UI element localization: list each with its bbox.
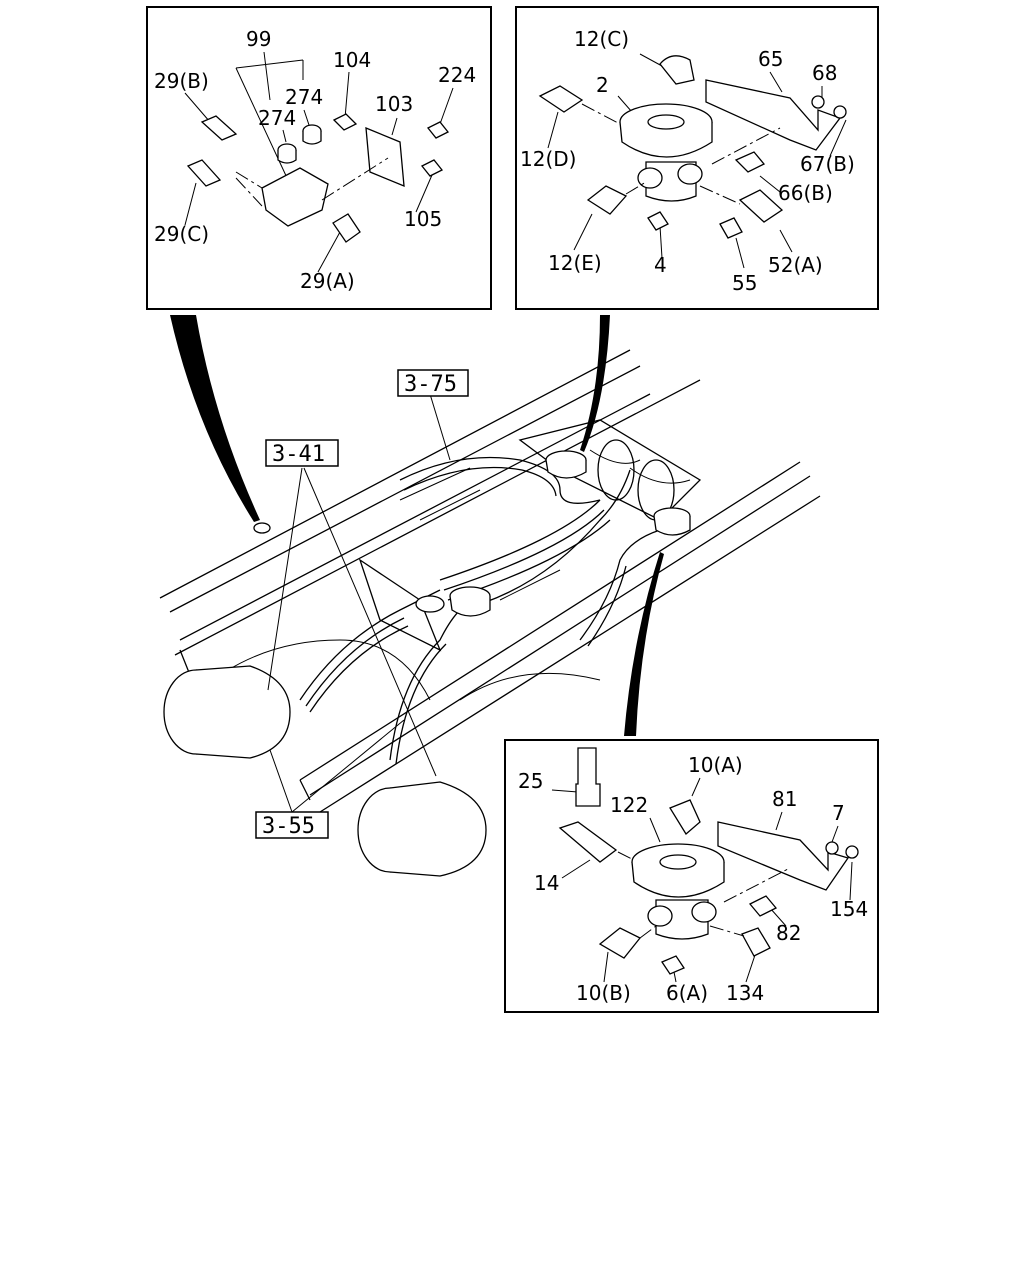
inset-a-label-103: 103 xyxy=(375,92,413,116)
inset-b-label-4: 4 xyxy=(654,253,667,277)
ref-3-41: 3-41 xyxy=(272,442,325,467)
ref-box-3-41: 3-41 xyxy=(265,439,339,467)
inset-b-label-67b: 67(B) xyxy=(800,152,855,176)
inset-a: 99 29(B) 104 224 274 274 103 29(C) 105 2… xyxy=(146,6,492,310)
inset-b-label-12d: 12(D) xyxy=(520,147,576,171)
inset-b-label-68: 68 xyxy=(812,61,837,85)
inset-c-label-7: 7 xyxy=(832,801,845,825)
inset-b-label-12c: 12(C) xyxy=(574,27,629,51)
leader-inset-b xyxy=(580,315,610,452)
inset-b-label-2: 2 xyxy=(596,73,609,97)
inset-b-label-12e: 12(E) xyxy=(548,251,602,275)
inset-a-label-104: 104 xyxy=(333,48,371,72)
inset-a-label-105: 105 xyxy=(404,207,442,231)
inset-c-label-154: 154 xyxy=(830,897,868,921)
inset-c-label-10b: 10(B) xyxy=(576,981,631,1005)
inset-b-frame xyxy=(515,6,879,310)
inset-c-label-14: 14 xyxy=(534,871,559,895)
inset-a-label-224: 224 xyxy=(438,63,476,87)
ref-box-3-55: 3-55 xyxy=(255,811,329,839)
inset-c-label-81: 81 xyxy=(772,787,797,811)
inset-c: 10(A) 25 81 122 7 14 154 82 10(B) 6(A) 1… xyxy=(504,739,879,1013)
inset-c-label-25: 25 xyxy=(518,769,543,793)
inset-c-label-122: 122 xyxy=(610,793,648,817)
inset-a-label-274-right: 274 xyxy=(285,85,323,109)
inset-a-label-274-left: 274 xyxy=(258,106,296,130)
inset-b-label-66b: 66(B) xyxy=(778,181,833,205)
leader-inset-c xyxy=(624,552,664,736)
inset-c-label-82: 82 xyxy=(776,921,801,945)
chassis-view xyxy=(159,315,821,877)
inset-a-label-29b: 29(B) xyxy=(154,69,209,93)
inset-b-label-55: 55 xyxy=(732,271,757,295)
inset-a-label-99: 99 xyxy=(246,27,271,51)
inset-a-label-29a: 29(A) xyxy=(300,269,355,293)
inset-b-label-52a: 52(A) xyxy=(768,253,823,277)
inset-c-label-6a: 6(A) xyxy=(666,981,708,1005)
ref-3-75: 3-75 xyxy=(404,372,457,397)
inset-a-label-29c: 29(C) xyxy=(154,222,209,246)
inset-c-label-10a: 10(A) xyxy=(688,753,743,777)
inset-a-frame xyxy=(146,6,492,310)
ref-3-55: 3-55 xyxy=(262,814,315,839)
ref-box-3-75: 3-75 xyxy=(397,369,469,397)
inset-b: 12(C) 65 68 2 67(B) 12(D) 66(B) 12(E) 4 … xyxy=(515,6,879,310)
inset-c-label-134: 134 xyxy=(726,981,764,1005)
leader-inset-a xyxy=(170,315,260,522)
inset-b-label-65: 65 xyxy=(758,47,783,71)
